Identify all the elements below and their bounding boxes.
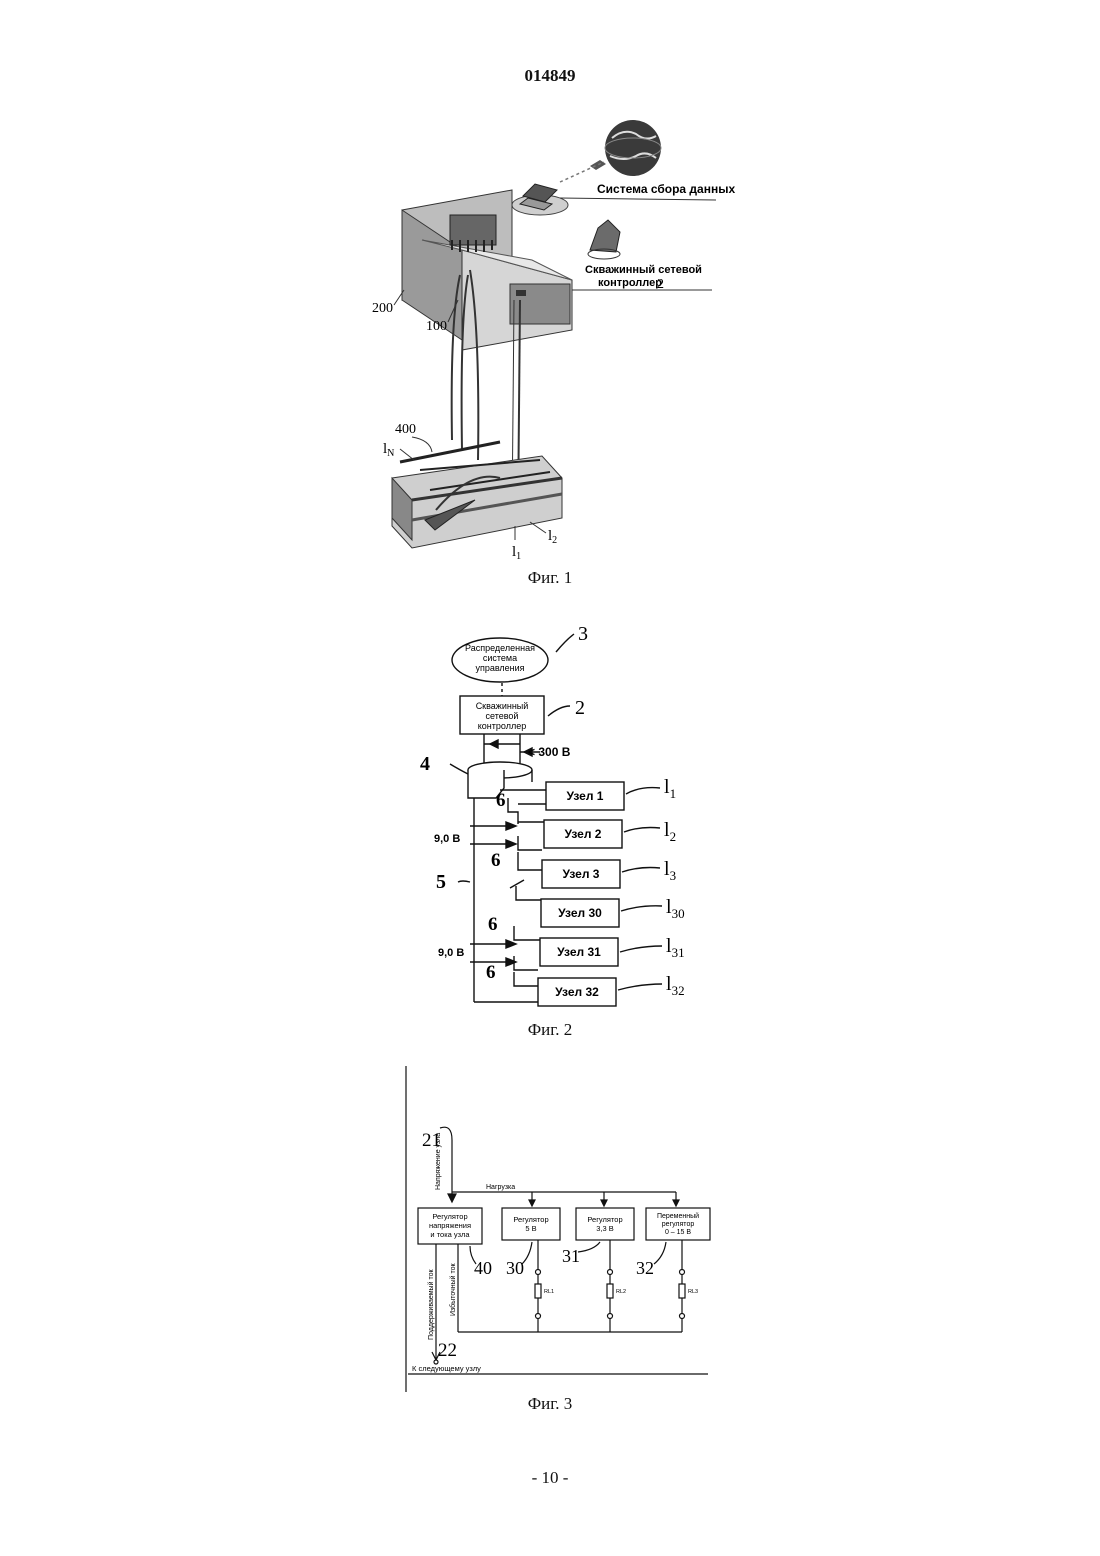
figure-2 (450, 634, 662, 1006)
load-label: Нагрузка (486, 1184, 515, 1191)
dcs-line1: Распределенная (465, 643, 535, 653)
ref-40: 40 (474, 1258, 492, 1278)
controller-ref: 2 (575, 697, 585, 719)
node-voltage-label: Напряжение узла (435, 1133, 442, 1190)
ref-22: 22 (438, 1340, 457, 1361)
controller-label-line1: Скважинный сетевой (585, 264, 702, 276)
main-regulator-line1: Регулятор (432, 1212, 467, 1221)
dcs-line2: система (483, 653, 517, 663)
ref-6-c: 6 (488, 914, 498, 935)
ref-l2: l2 (548, 528, 557, 546)
wellhead-icon (588, 220, 620, 259)
rl2-label: RL2 (616, 1289, 626, 1295)
ref-31: 31 (562, 1246, 580, 1266)
satellite-link-icon (560, 160, 606, 182)
node-label-2: Узел 2 (565, 827, 602, 841)
globe-icon (605, 120, 661, 176)
ref-4: 4 (420, 753, 430, 775)
node-ref-32: l32 (666, 973, 685, 998)
ref-30: 30 (506, 1258, 524, 1278)
ref-lN: lN (383, 441, 394, 459)
regulator-33v-line1: Регулятор (587, 1215, 622, 1224)
ref-6-d: 6 (486, 962, 496, 983)
fig2-caption: Фиг. 2 (450, 1020, 650, 1040)
node-label-3: Узел 3 (563, 867, 600, 881)
next-node-label: К следующему узлу (412, 1364, 481, 1373)
regulator-5v-line1: Регулятор (513, 1215, 548, 1224)
rl3-label: RL3 (688, 1289, 698, 1295)
fig3-caption: Фиг. 3 (450, 1394, 650, 1414)
controller-line3: контроллер (478, 721, 526, 731)
fig1-caption: Фиг. 1 (450, 568, 650, 588)
figure-1: Система сбора данных Скважинный сетевой … (372, 120, 735, 562)
voltage-in-label: < 300 В (528, 745, 571, 759)
node-label-31: Узел 31 (557, 945, 601, 959)
ref-32: 32 (636, 1258, 654, 1278)
regulator-var-line1: Переменный (657, 1212, 699, 1220)
main-regulator-line2: напряжения (429, 1221, 471, 1230)
regulator-var-line2: регулятор (662, 1221, 695, 1228)
rl1-label: RL1 (544, 1289, 554, 1295)
node-ref-31: l31 (666, 935, 685, 960)
dcs-line3: управления (475, 663, 524, 673)
regulator-5v-line2: 5 В (525, 1224, 536, 1233)
node-ref-30: l30 (666, 896, 685, 921)
node-ref-2: l2 (664, 819, 676, 844)
ref-5: 5 (436, 871, 446, 893)
load-branch-2 (607, 1240, 613, 1332)
data-system-label: Система сбора данных (597, 182, 735, 196)
regulator-33v-line2: 3,3 В (596, 1224, 614, 1233)
reservoir-strata (392, 442, 562, 548)
voltage-9v-a: 9,0 В (434, 833, 460, 845)
supported-current-label: Поддерживаемый ток (427, 1269, 435, 1340)
regulator-var-line3: 0 – 15 В (665, 1229, 691, 1236)
node-label-32: Узел 32 (555, 985, 599, 999)
figure-3-labels: 21 22 40 30 31 32 Напряжение узла Нагруз… (412, 1130, 699, 1373)
ref-200: 200 (372, 301, 393, 316)
ref-l1: l1 (512, 544, 521, 562)
load-branch-3 (679, 1240, 685, 1332)
node-ref-1: l1 (664, 776, 676, 801)
ref-100: 100 (426, 319, 447, 334)
node-ref-3: l3 (664, 858, 676, 883)
ref-6-a: 6 (496, 790, 506, 811)
excess-current-label: Избыточный ток (449, 1263, 457, 1316)
ref-6-b: 6 (491, 850, 501, 871)
node-label-1: Узел 1 (567, 789, 604, 803)
controller-label-line2: контроллер (598, 277, 662, 289)
controller-line2: сетевой (486, 711, 519, 721)
voltage-9v-b: 9,0 В (438, 947, 464, 959)
laptop-icon (512, 184, 568, 215)
controller-line1: Скважинный (476, 701, 529, 711)
page-number: - 10 - (0, 1468, 1100, 1488)
load-branch-1 (535, 1240, 541, 1332)
ref-400: 400 (395, 422, 416, 437)
dcs-ref: 3 (578, 623, 588, 645)
node-label-30: Узел 30 (558, 906, 602, 920)
main-regulator-line3: и тока узла (430, 1230, 470, 1239)
